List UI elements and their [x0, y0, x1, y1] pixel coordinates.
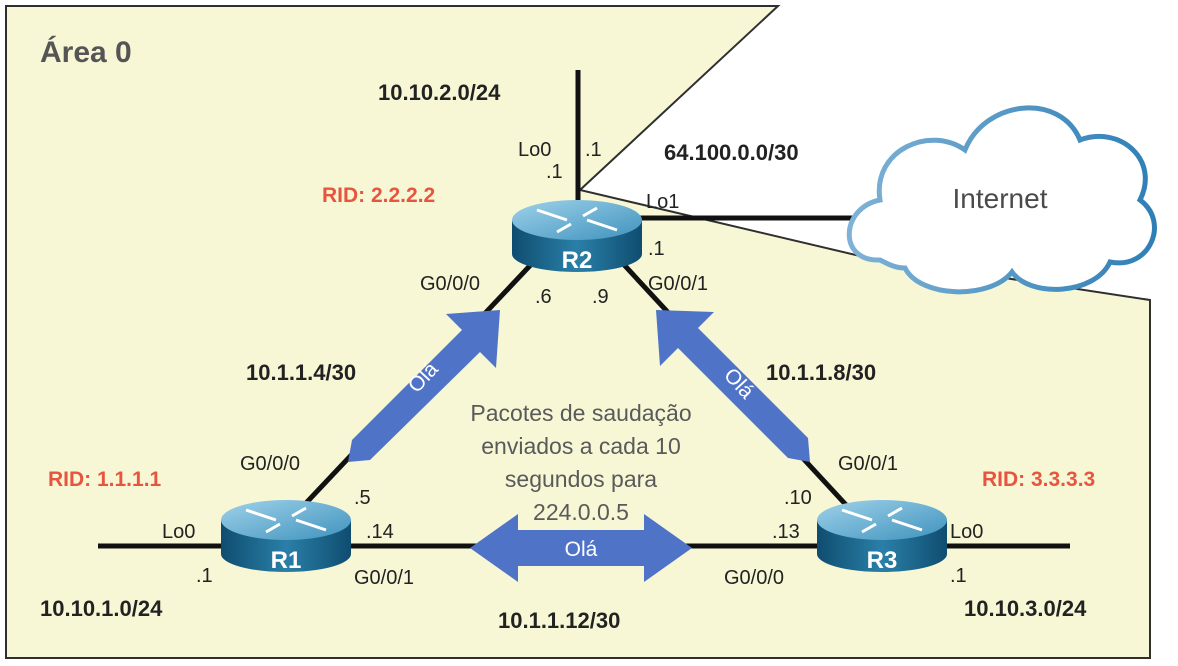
hello-arrow-r1-r3: Olá	[470, 514, 692, 582]
r1-lo0-addr: .1	[196, 565, 213, 587]
r2-g000-addr: .6	[535, 286, 552, 308]
network-r2-r3: 10.1.1.8/30	[766, 360, 876, 385]
network-r1-lan: 10.10.1.0/24	[40, 596, 163, 621]
r1-lo0-label: Lo0	[162, 521, 195, 543]
network-r2-lan: 10.10.2.0/24	[378, 80, 501, 105]
network-r1-r2: 10.1.1.4/30	[246, 360, 356, 385]
r1-g000-label: G0/0/0	[240, 453, 300, 475]
r1-g001-addr: .14	[366, 521, 394, 543]
rid-r3: RID: 3.3.3.3	[982, 468, 1095, 491]
area-label: Área 0	[40, 35, 132, 69]
r3-g001-label: G0/0/1	[838, 453, 898, 475]
router-r1: R1	[221, 500, 351, 574]
r2-g000-label: G0/0/0	[420, 273, 480, 295]
r1-g001-label: G0/0/1	[354, 567, 414, 589]
router-r1-label: R1	[271, 547, 302, 574]
r2-g001-label: G0/0/1	[648, 273, 708, 295]
svg-text:224.0.0.5: 224.0.0.5	[533, 499, 629, 525]
router-r3: R3	[817, 500, 947, 574]
rid-r2: RID: 2.2.2.2	[322, 184, 435, 207]
r2-lo1-label: Lo1	[646, 191, 679, 213]
r2-lo1-addr: .1	[648, 238, 665, 260]
r3-g000-label: G0/0/0	[724, 567, 784, 589]
hello-label-bottom: Olá	[565, 538, 598, 561]
hello-arrow-r1-r2: Olá	[348, 310, 500, 462]
router-r2: R2	[512, 200, 642, 274]
svg-text:Pacotes de saudação: Pacotes de saudação	[470, 400, 691, 426]
internet-cloud: Internet	[846, 105, 1157, 295]
r1-g000-addr: .5	[354, 487, 371, 509]
r3-g001-addr: .10	[784, 487, 812, 509]
router-arrows-icon	[841, 506, 923, 534]
router-r3-label: R3	[867, 547, 898, 574]
r2-g001-addr: .9	[592, 286, 609, 308]
hello-note: Pacotes de saudação enviados a cada 10 s…	[470, 400, 691, 525]
r2-lo0-addr-left: .1	[546, 161, 563, 183]
internet-label: Internet	[953, 183, 1048, 214]
r3-lo0-addr: .1	[950, 565, 967, 587]
svg-text:segundos para: segundos para	[505, 466, 657, 492]
r2-lo0-label: Lo0	[518, 139, 551, 161]
router-arrows-icon	[245, 506, 327, 534]
rid-r1: RID: 1.1.1.1	[48, 468, 162, 491]
router-arrows-icon	[536, 206, 618, 234]
network-r1-r3: 10.1.1.12/30	[498, 608, 620, 633]
network-r3-lan: 10.10.3.0/24	[964, 596, 1087, 621]
r2-lo0-addr-top: .1	[585, 139, 602, 161]
r3-g000-addr: .13	[772, 521, 800, 543]
router-r2-label: R2	[562, 247, 593, 274]
r3-lo0-label: Lo0	[950, 521, 983, 543]
svg-text:enviados a cada 10: enviados a cada 10	[481, 433, 681, 459]
network-internet-link: 64.100.0.0/30	[664, 140, 799, 165]
